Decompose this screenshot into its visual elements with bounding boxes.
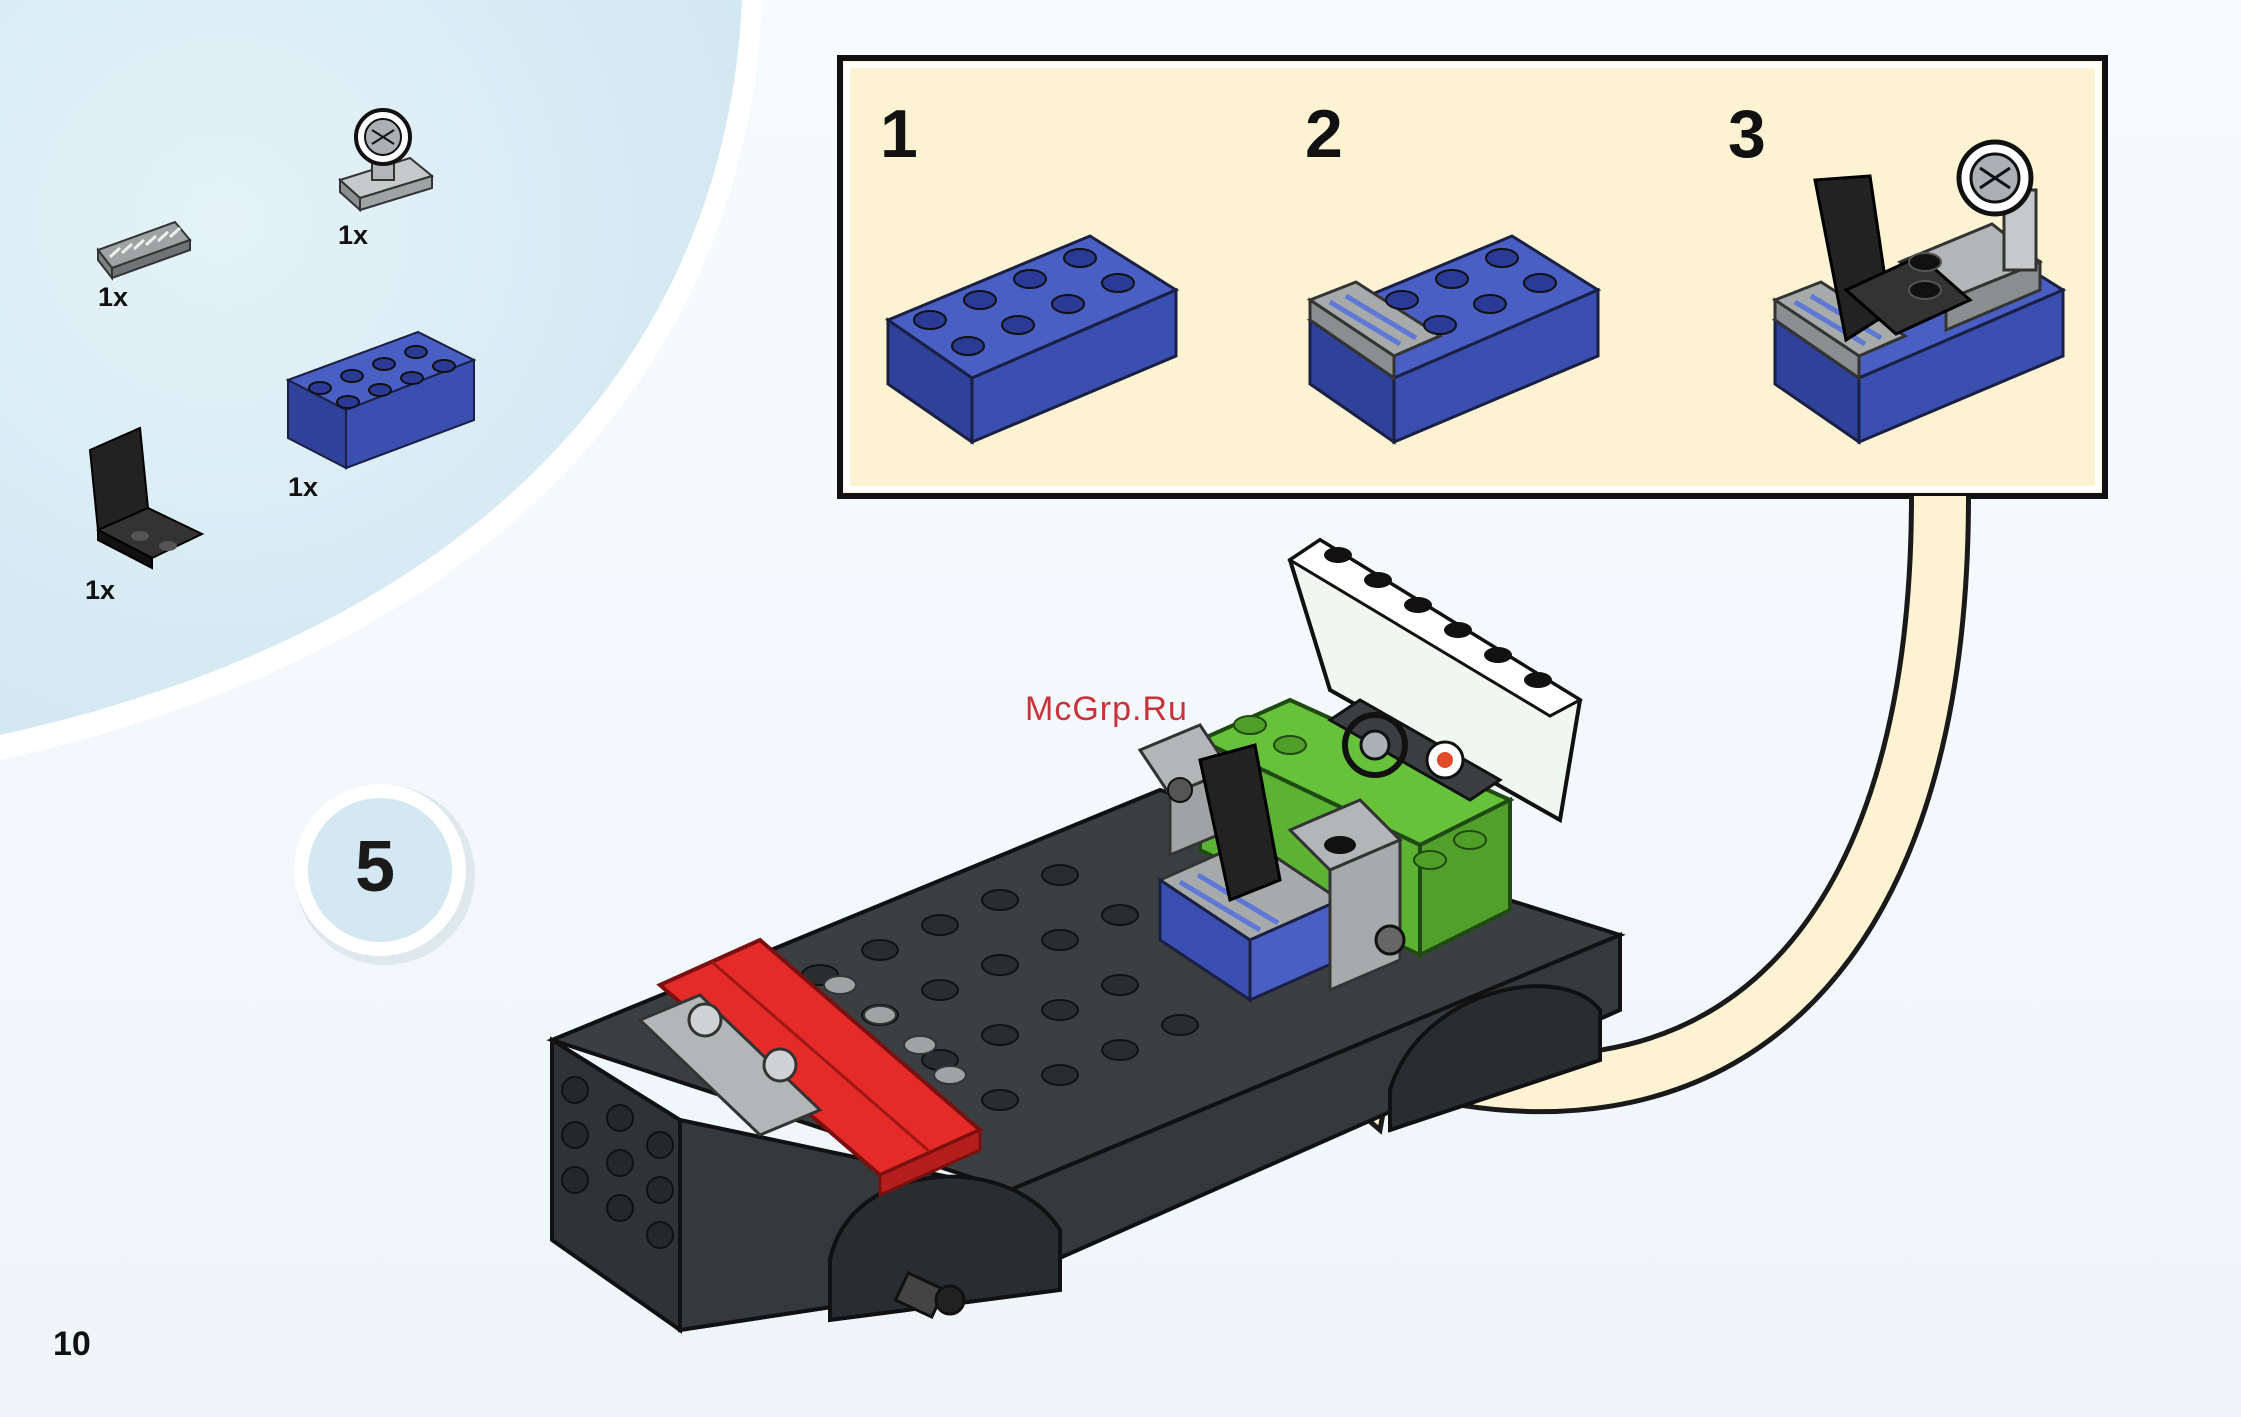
substep-3-label: 3	[1728, 95, 1766, 173]
page-number: 10	[53, 1325, 91, 1364]
substep-1-label: 1	[880, 95, 918, 173]
seat-qty: 1x	[85, 575, 115, 606]
watermark: McGrp.Ru	[1025, 690, 1188, 729]
step-number: 5	[355, 826, 395, 908]
substep-2-label: 2	[1305, 95, 1343, 173]
steering-wheel-qty: 1x	[338, 220, 368, 251]
blue-brick-qty: 1x	[288, 472, 318, 503]
grille-qty: 1x	[98, 282, 128, 313]
